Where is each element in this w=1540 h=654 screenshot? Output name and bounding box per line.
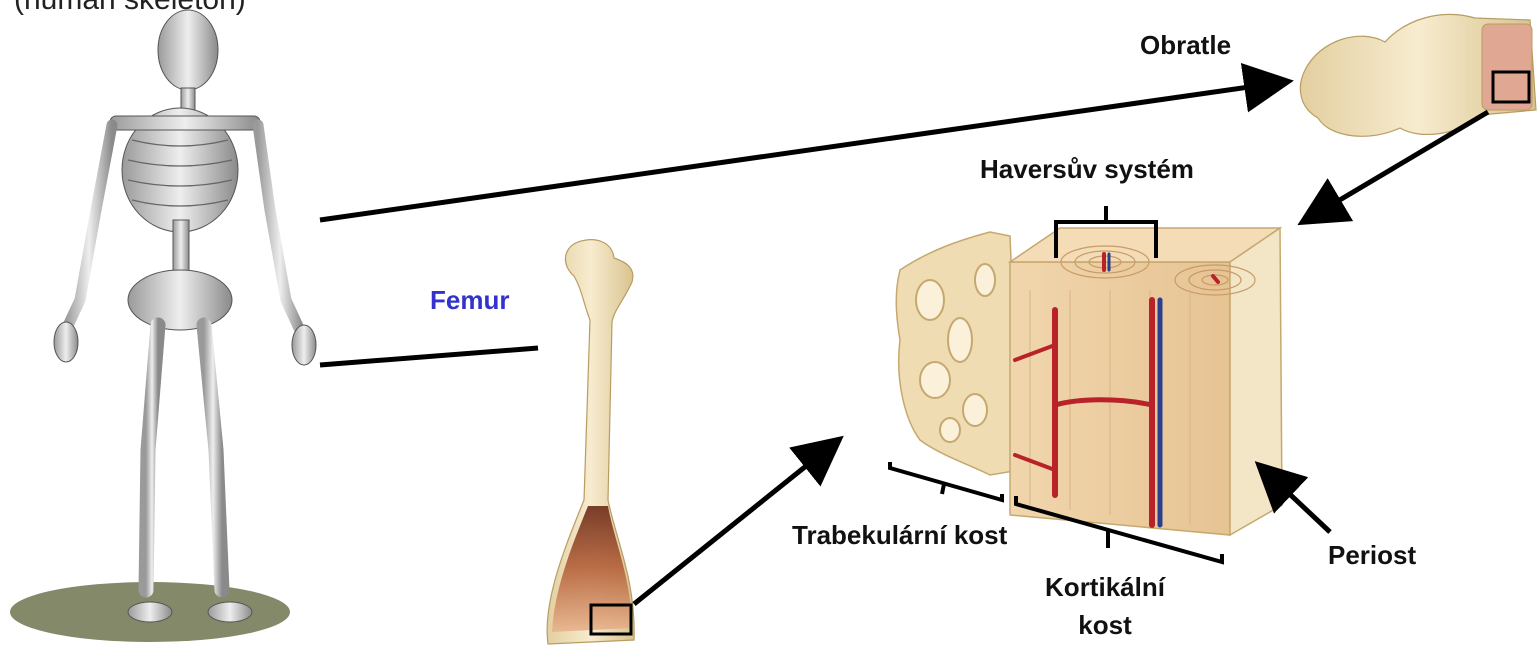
- label-haversuv-system: Haversův systém: [980, 154, 1194, 185]
- periosteum-layer: [1230, 228, 1282, 535]
- bone-tissue-block: [896, 228, 1282, 535]
- hand-left: [54, 322, 78, 362]
- skull: [158, 10, 218, 90]
- femur-bone: [547, 240, 634, 644]
- vertebra-cut-face: [1482, 24, 1532, 110]
- foot-left: [128, 602, 172, 622]
- label-kortikalni-kost-1: Kortikální: [1030, 572, 1180, 603]
- leg-left: [146, 325, 158, 590]
- arm-right: [258, 125, 302, 335]
- label-periost: Periost: [1328, 540, 1416, 571]
- label-kortikalni-kost-2: kost: [1030, 610, 1180, 641]
- shoulder-bar: [110, 116, 260, 130]
- label-femur: Femur: [430, 285, 509, 316]
- vertebra-bone: [1300, 14, 1536, 136]
- connector-skeleton-to-vertebra: [320, 82, 1284, 220]
- hand-right: [292, 325, 316, 365]
- label-obratle: Obratle: [1140, 30, 1231, 61]
- connector-skeleton-to-femur: [320, 348, 538, 365]
- arm-left: [66, 125, 112, 330]
- foot-right: [208, 602, 252, 622]
- pelvis: [128, 270, 232, 330]
- title-fragment: (human skeleton): [14, 0, 246, 18]
- skeleton-figure: [10, 10, 316, 642]
- leg-right: [204, 325, 222, 590]
- label-trabekularni-kost: Trabekulární kost: [792, 520, 1007, 551]
